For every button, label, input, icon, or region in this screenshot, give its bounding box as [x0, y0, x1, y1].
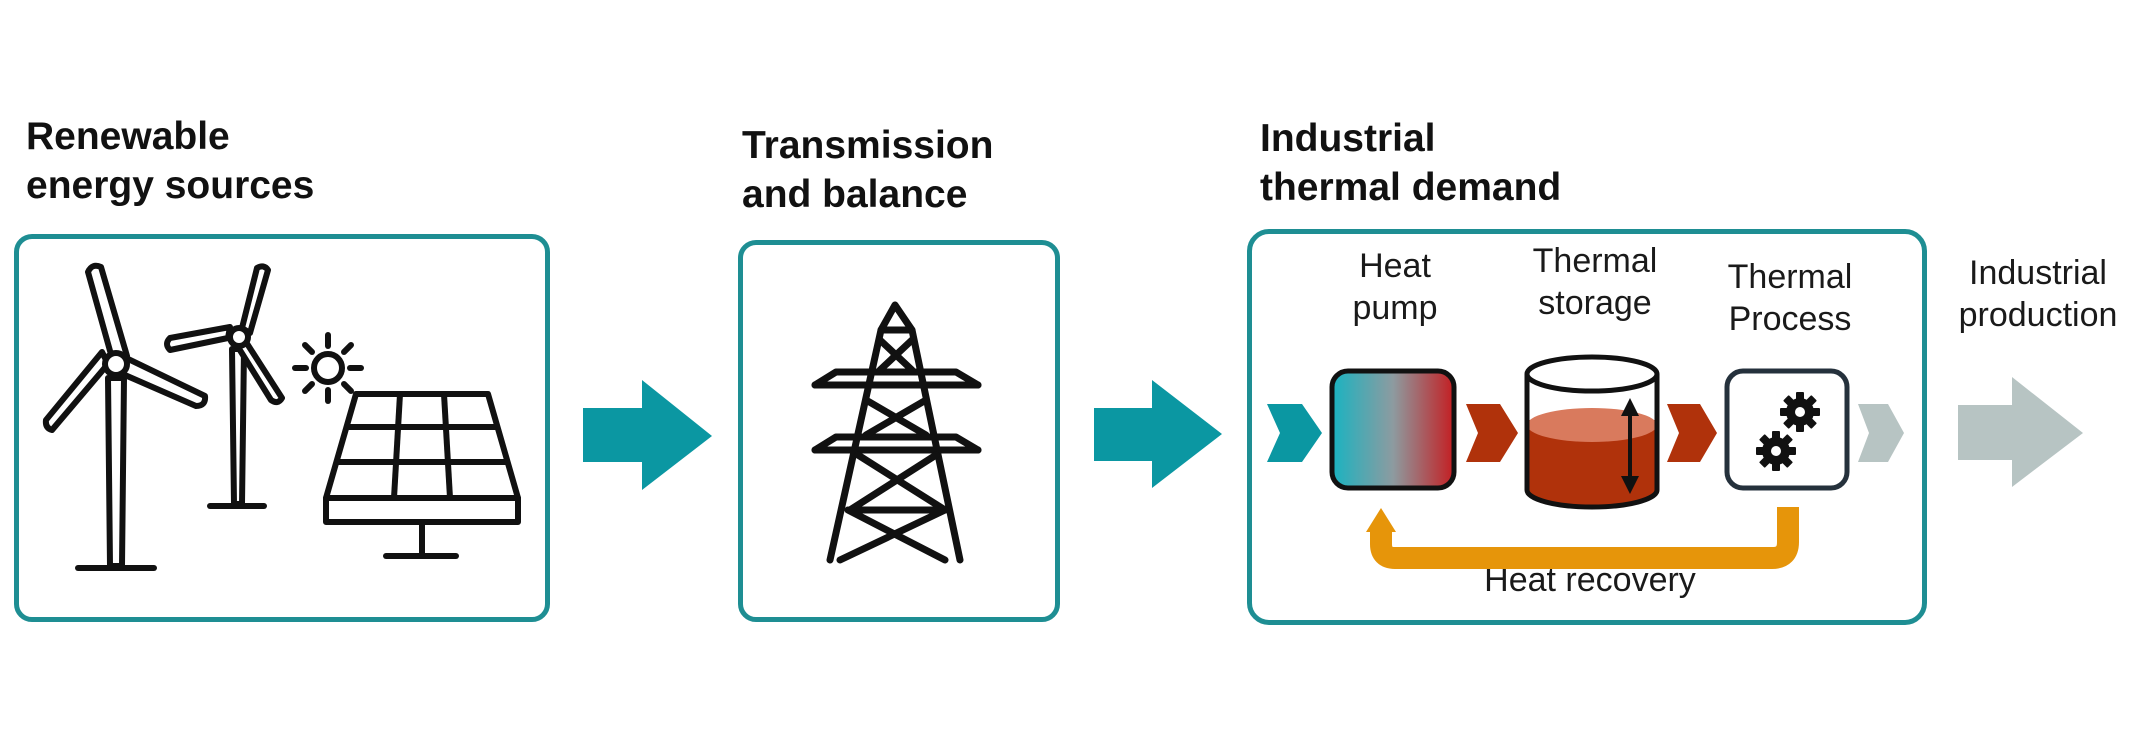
sun-icon: [292, 332, 364, 404]
heading-line: Transmission: [742, 124, 994, 167]
thermal-process-icon: [1724, 368, 1850, 491]
wind-turbine-icon: [42, 262, 209, 571]
label-thermal-storage: Thermal storage: [1500, 240, 1690, 324]
label-industrial-production: Industrial production: [1938, 252, 2138, 336]
heat-pump-icon: [1329, 368, 1457, 491]
label-line: pump: [1352, 289, 1438, 327]
label-line: production: [1958, 296, 2118, 334]
heading-line: Renewable: [26, 115, 230, 158]
heading-line: thermal demand: [1260, 166, 1562, 209]
panel-transmission: [738, 240, 1060, 622]
panel-thermal-demand: [1247, 229, 1927, 625]
label-line: Heat: [1359, 247, 1431, 285]
label-line: Process: [1728, 300, 1852, 338]
label-line: Thermal: [1727, 258, 1853, 296]
heading-industrial-thermal-demand: Industrial thermal demand: [1260, 114, 1561, 212]
transmission-tower-icon: [811, 301, 982, 564]
heading-line: and balance: [742, 173, 968, 216]
label-thermal-process: Thermal Process: [1695, 256, 1885, 340]
thermal-storage-icon: [1524, 354, 1660, 510]
heading-renewable-energy-sources: Renewable energy sources: [26, 112, 314, 210]
label-line: Thermal: [1532, 242, 1658, 280]
double-arrow-icon: [1621, 398, 1639, 494]
label-heat-pump: Heat pump: [1320, 245, 1470, 329]
heading-transmission-and-balance: Transmission and balance: [742, 121, 993, 219]
label-line: storage: [1538, 284, 1652, 322]
arrow-right-icon: [1667, 404, 1717, 462]
arrow-right-icon: [1466, 404, 1518, 462]
wind-turbine-icon: [164, 263, 285, 509]
panel-renewable-sources: [14, 234, 550, 622]
arrow-right-icon: [1958, 377, 2083, 487]
arrow-right-icon: [1267, 404, 1322, 462]
arrow-right-icon: [1094, 380, 1222, 488]
arrow-right-icon: [1858, 404, 1904, 462]
arrow-right-icon: [583, 380, 712, 490]
heading-line: Industrial: [1260, 117, 1436, 160]
gear-icon: [1780, 392, 1820, 432]
solar-panel-icon: [323, 391, 521, 559]
heat-recovery-loop: [1366, 507, 1799, 569]
gear-icon: [1756, 431, 1796, 471]
heading-line: energy sources: [26, 164, 315, 207]
label-line: Industrial: [1969, 254, 2107, 292]
